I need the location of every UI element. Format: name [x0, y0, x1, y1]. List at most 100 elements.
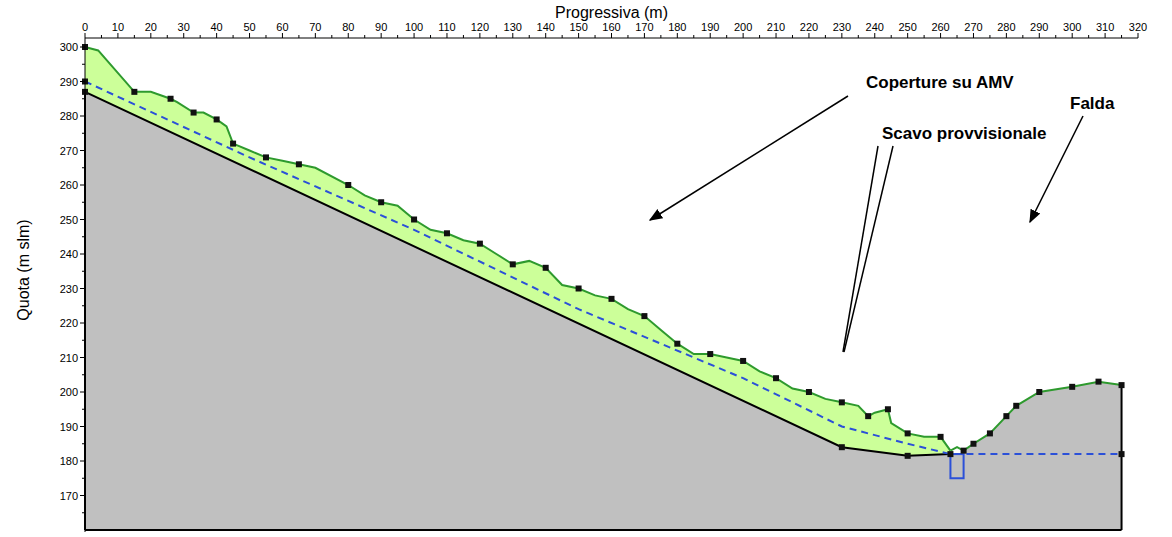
callout-label: Scavo provvisionale: [882, 125, 1046, 144]
x-tick: [660, 35, 661, 38]
tick-label: 30: [178, 21, 190, 33]
x-tick: [677, 33, 678, 38]
tick-label: 230: [60, 282, 78, 294]
x-tick: [167, 35, 168, 38]
section-border: [85, 529, 1122, 531]
axis-title: Quota (m slm): [15, 219, 33, 320]
survey-point: [905, 453, 911, 459]
y-tick: [82, 478, 85, 479]
x-tick: [282, 33, 283, 38]
x-tick: [265, 35, 266, 38]
y-tick: [80, 461, 85, 462]
tick-label: 210: [767, 21, 785, 33]
leader-line: [844, 146, 893, 352]
survey-point: [1003, 413, 1009, 419]
tick-label: 90: [375, 21, 387, 33]
x-tick: [1072, 33, 1073, 38]
x-tick: [233, 35, 234, 38]
x-tick: [397, 35, 398, 38]
x-tick: [479, 33, 480, 38]
tick-label: 200: [734, 21, 752, 33]
x-tick: [1088, 35, 1089, 38]
x-tick: [940, 33, 941, 38]
tick-label: 240: [866, 21, 884, 33]
survey-point: [444, 230, 450, 236]
tick-label: 250: [60, 213, 78, 225]
tick-label: 10: [112, 21, 124, 33]
cover-layer: [85, 47, 950, 456]
survey-point: [970, 441, 976, 447]
x-tick: [134, 35, 135, 38]
x-tick: [1006, 33, 1007, 38]
y-tick: [80, 116, 85, 117]
tick-label: 290: [60, 75, 78, 87]
x-tick: [759, 35, 760, 38]
survey-point: [674, 341, 680, 347]
x-tick: [1121, 35, 1122, 38]
x-tick: [430, 35, 431, 38]
tick-label: 200: [60, 386, 78, 398]
x-tick: [85, 33, 86, 38]
survey-point: [609, 296, 615, 302]
x-tick: [348, 33, 349, 38]
x-tick: [496, 35, 497, 38]
x-tick: [1105, 33, 1106, 38]
tick-label: 300: [60, 41, 78, 53]
ground-surface: [950, 382, 1121, 451]
tick-label: 180: [668, 21, 686, 33]
x-tick: [529, 35, 530, 38]
tick-label: 280: [997, 21, 1015, 33]
x-tick: [101, 35, 102, 38]
survey-point: [1013, 403, 1019, 409]
x-tick: [545, 33, 546, 38]
tick-label: 170: [635, 21, 653, 33]
survey-point: [1036, 389, 1042, 395]
survey-point: [345, 182, 351, 188]
x-tick: [1022, 35, 1023, 38]
axis-title: Progressiva (m): [555, 4, 668, 22]
survey-point: [839, 444, 845, 450]
survey-point: [806, 389, 812, 395]
survey-point: [543, 265, 549, 271]
x-tick: [562, 35, 563, 38]
tick-label: 130: [504, 21, 522, 33]
x-tick: [595, 35, 596, 38]
survey-point: [230, 141, 236, 147]
y-tick: [80, 323, 85, 324]
x-tick: [512, 33, 513, 38]
y-tick: [82, 133, 85, 134]
survey-point: [905, 430, 911, 436]
y-tick: [80, 81, 85, 82]
x-tick: [957, 35, 958, 38]
survey-point: [938, 434, 944, 440]
tick-label: 0: [82, 21, 88, 33]
survey-point: [947, 451, 953, 457]
survey-point: [961, 448, 967, 454]
x-tick: [150, 33, 151, 38]
survey-point: [1096, 379, 1102, 385]
x-tick: [726, 35, 727, 38]
tick-label: 220: [800, 21, 818, 33]
tick-label: 150: [569, 21, 587, 33]
tick-label: 180: [60, 455, 78, 467]
x-tick: [627, 35, 628, 38]
y-tick: [80, 426, 85, 427]
tick-label: 50: [243, 21, 255, 33]
x-tick: [117, 33, 118, 38]
x-tick: [611, 33, 612, 38]
survey-point: [191, 110, 197, 116]
x-tick: [1039, 33, 1040, 38]
x-tick: [381, 33, 382, 38]
x-tick: [216, 33, 217, 38]
y-tick: [80, 185, 85, 186]
callout-label: Coperture su AMV: [866, 74, 1014, 93]
tick-label: 250: [898, 21, 916, 33]
y-tick: [80, 150, 85, 151]
bedrock-line: [85, 92, 950, 456]
survey-point: [214, 116, 220, 122]
survey-point: [510, 261, 516, 267]
x-tick: [858, 35, 859, 38]
x-tick: [841, 33, 842, 38]
survey-point: [263, 154, 269, 160]
tick-label: 110: [438, 21, 456, 33]
